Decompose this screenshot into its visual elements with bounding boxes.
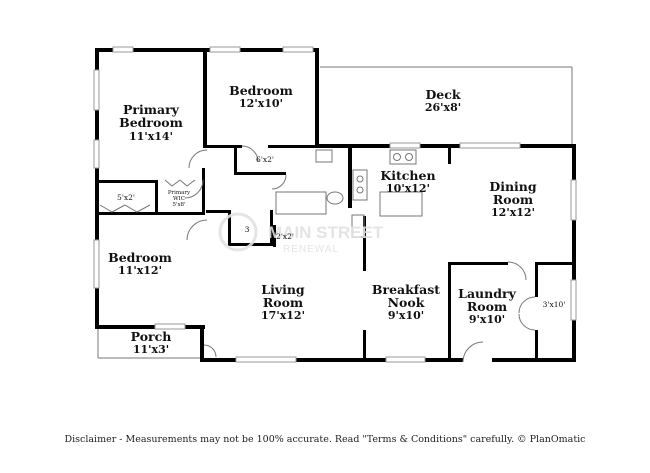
primary-bedroom-name-1: Primary [123,102,180,117]
kitchen-dim: 10'x12' [386,182,430,195]
breakfast-dim: 9'x10' [388,309,424,322]
watermark-brand: MAIN STREET [268,223,384,242]
primary-wic-name-1: Primary [168,190,191,196]
living-dim: 17'x12' [261,309,305,322]
porch-outline [97,327,200,359]
bedroom-bottom-name: Bedroom [108,250,172,265]
bedroom-bottom-dim: 11'x12' [118,264,162,277]
dining-dim: 12'x12' [491,206,535,219]
primary-bedroom-name-2: Bedroom [119,115,183,130]
windows [93,46,577,363]
deck-name: Deck [425,87,460,102]
deck-outline [320,66,573,145]
living-name-2: Room [263,295,303,310]
laundry-name-2: Room [467,299,507,314]
walls [95,48,576,362]
breakfast-name-2: Nook [388,295,425,310]
porch-dim: 11'x3' [133,343,169,356]
closet-top-dim: 6'x2' [256,155,274,164]
primary-bedroom-dim: 11'x14' [129,130,173,143]
hall-closet-dim: 2'x2' [276,232,294,241]
porch-name: Porch [131,329,172,344]
primary-wic-dim: 5'x8' [172,202,185,208]
primary-wic-name-2: WIC [173,196,185,202]
dining-name-2: Room [493,192,533,207]
watermark: MAIN STREET RENEWAL [218,212,384,255]
bedroom-top-dim: 12'x10' [239,97,283,110]
laundry-name-1: Laundry [458,286,516,301]
living-name-1: Living [261,282,305,297]
disclaimer-text: Disclaimer - Measurements may not be 100… [64,434,586,445]
deck-dim: 26'x8' [425,101,461,114]
laundry-closet-dim: 3'x10' [543,300,566,309]
closet-left-dim: 5'x2' [117,193,135,202]
laundry-dim: 9'x10' [469,313,505,326]
dining-name-1: Dining [489,179,537,194]
breakfast-name-1: Breakfast [372,282,440,297]
fixtures [275,149,417,238]
room-labels: Primary Bedroom 11'x14' Bedroom 12'x10' … [108,83,565,356]
bath-dim: 3 [245,225,250,234]
kitchen-name: Kitchen [380,168,435,183]
bedroom-top-name: Bedroom [229,83,293,98]
watermark-sub: RENEWAL [283,244,339,255]
doors [99,145,536,363]
